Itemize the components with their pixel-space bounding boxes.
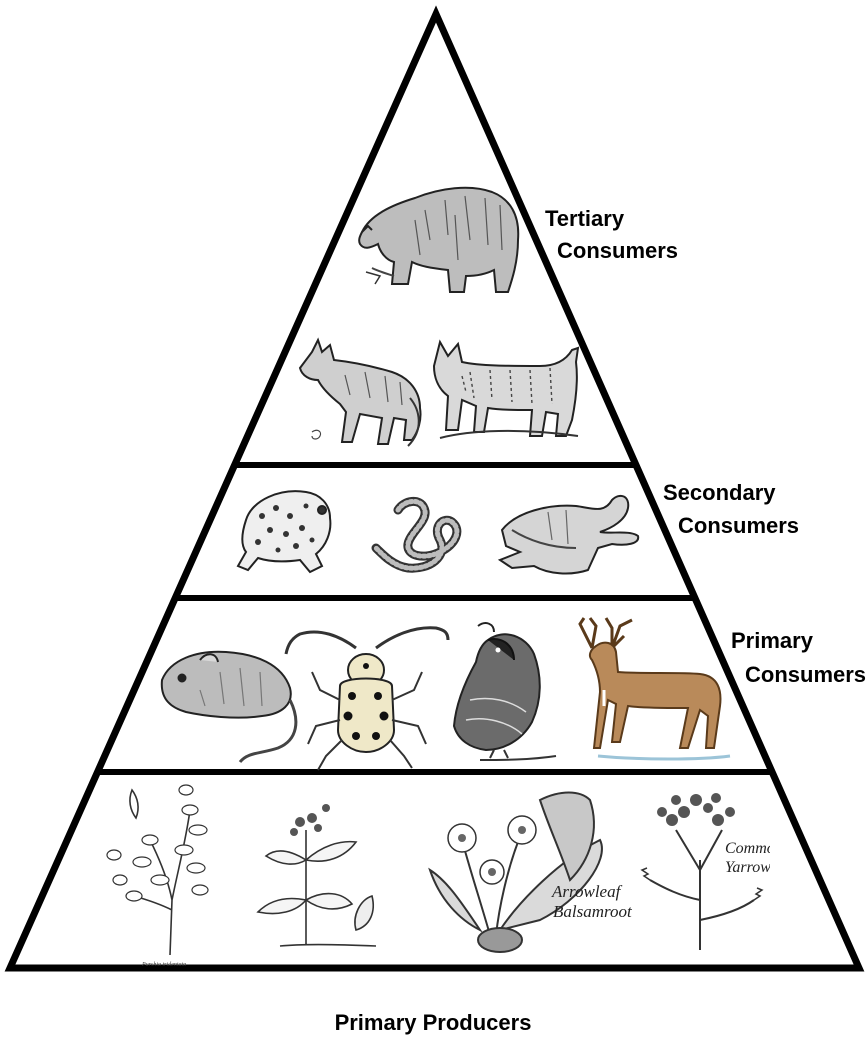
producers-label: Primary Producers — [335, 1010, 532, 1035]
secondary-label-line2: Consumers — [678, 513, 799, 538]
secondary-label-line1: Secondary — [663, 480, 776, 505]
purshia-caption: Purshia tridentata — [141, 962, 186, 968]
balsamroot-caption-line2: Balsamroot — [553, 902, 633, 921]
tertiary-label-line2: Consumers — [557, 238, 678, 263]
balsamroot-caption-line1: Arrowleaf — [551, 882, 623, 901]
primary-label-line2: Consumers — [745, 662, 866, 687]
primary-label-line1: Primary — [731, 628, 814, 653]
yarrow-caption-line2: Yarrow — [725, 859, 771, 876]
tertiary-label-line1: Tertiary — [545, 206, 625, 231]
